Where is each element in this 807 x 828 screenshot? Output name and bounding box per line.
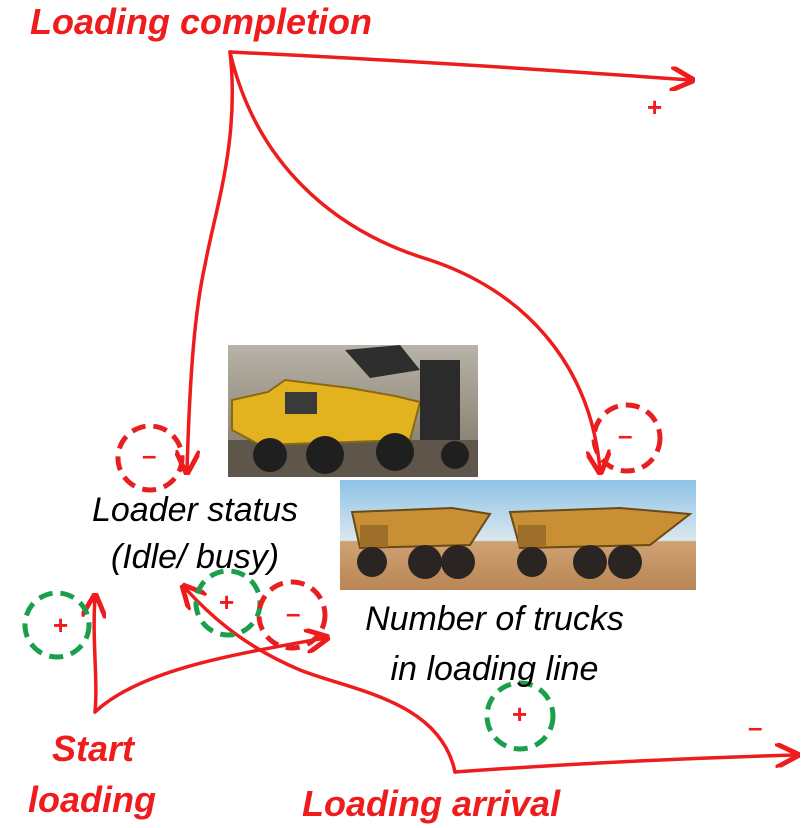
loader-loading-truck-image bbox=[228, 345, 478, 477]
variable-loader-status-line2: (Idle/ busy) bbox=[110, 538, 280, 576]
circle-red-arrival-loader bbox=[256, 579, 328, 651]
sign-minus-trucks: – bbox=[618, 420, 633, 450]
event-loading-completion: Loading completion bbox=[30, 1, 372, 42]
variable-loader-status-line1: Loader status bbox=[91, 491, 299, 529]
edge-start-to-trucks bbox=[93, 638, 325, 714]
circle-green-arrival-trucks bbox=[484, 680, 556, 752]
sign-plus-start-loader: + bbox=[53, 610, 69, 640]
sign-minus-loader-status: – bbox=[142, 440, 157, 470]
edge-arrival-to-next bbox=[453, 755, 795, 774]
circle-green-start-loader bbox=[22, 590, 92, 660]
sign-minus-arrival-loader: – bbox=[286, 598, 301, 628]
dump-truck-image-2 bbox=[498, 480, 696, 590]
sign-plus-arrival-trucks: + bbox=[512, 699, 528, 729]
event-loading-arrival: Loading arrival bbox=[302, 783, 561, 824]
edge-arrival-to-loader-status bbox=[185, 588, 457, 774]
circle-red-trucks bbox=[591, 402, 663, 474]
edge-start-to-loader-status bbox=[94, 598, 96, 714]
event-start-loading-line1: Start bbox=[52, 728, 135, 769]
edge-completion-to-trucks bbox=[228, 50, 600, 470]
event-start-loading-line2: loading bbox=[28, 779, 156, 820]
sign-minus-arrival-next: – bbox=[748, 712, 763, 742]
circle-red-loader-status bbox=[115, 423, 185, 493]
edge-completion-to-next bbox=[228, 50, 690, 80]
sign-plus-completion-next: + bbox=[647, 92, 663, 122]
variable-trucks-line2: in loading line bbox=[390, 650, 599, 688]
edge-completion-to-loader-status bbox=[187, 50, 235, 470]
variable-trucks-line1: Number of trucks bbox=[365, 600, 624, 638]
dump-truck-image-1 bbox=[340, 480, 498, 590]
sign-plus-start-trucks: + bbox=[219, 587, 235, 617]
